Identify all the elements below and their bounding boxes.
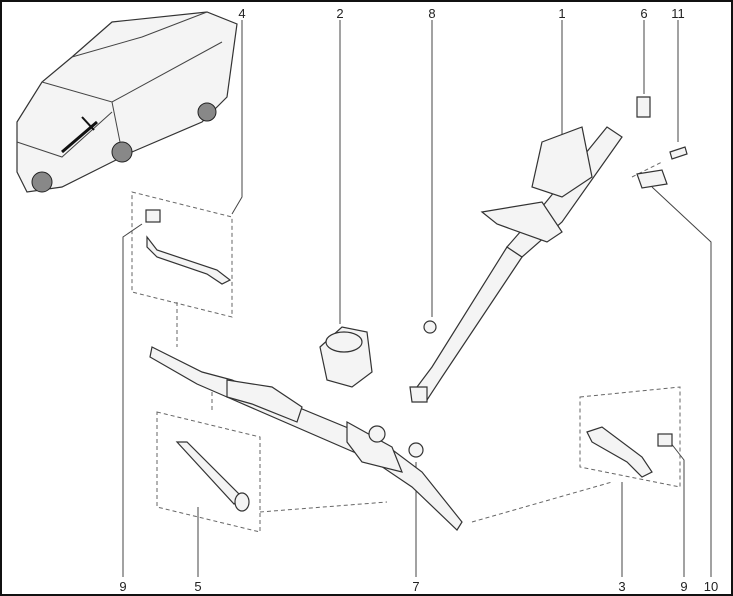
callout-6: 6 <box>640 6 648 21</box>
callout-8: 8 <box>428 6 436 21</box>
callout-2: 2 <box>336 6 344 21</box>
bolt-6 <box>636 96 651 118</box>
rack-mount-bushing <box>319 326 373 388</box>
leader-lines <box>122 20 712 577</box>
callout-7: 7 <box>412 579 420 594</box>
callout-1: 1 <box>558 6 566 21</box>
vehicle-locator-illustration <box>16 11 238 193</box>
callout-11: 11 <box>671 6 685 21</box>
callout-10: 10 <box>703 579 719 594</box>
bolt-7 <box>408 442 424 458</box>
inner-tie-rod <box>175 441 250 512</box>
steering-rack <box>149 346 463 531</box>
steering-column <box>409 126 623 403</box>
callout-5: 5 <box>194 579 202 594</box>
callout-9-right: 9 <box>680 579 688 594</box>
callout-4: 4 <box>238 6 246 21</box>
callout-9-left: 9 <box>119 579 127 594</box>
bracket-10 <box>636 169 668 189</box>
tie-rod-end-right <box>586 426 673 478</box>
tie-rod-end-left <box>145 209 232 285</box>
bolt-11 <box>669 146 688 160</box>
callout-3: 3 <box>618 579 626 594</box>
